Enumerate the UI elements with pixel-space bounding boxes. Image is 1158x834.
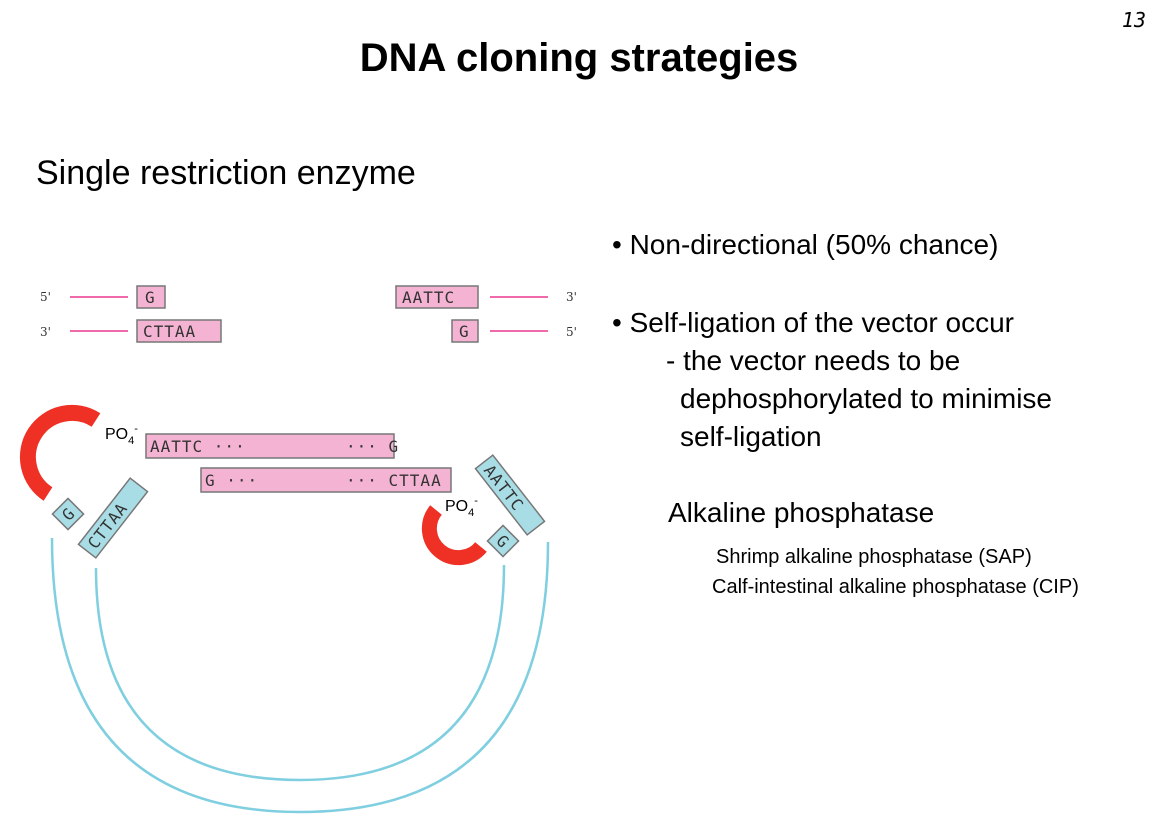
fragment-right-top-end: 3' bbox=[566, 290, 577, 304]
fragment-right-top-seq: AATTC bbox=[402, 288, 455, 307]
bullet-self-ligation: • Self-ligation of the vector occur bbox=[612, 307, 1014, 338]
vector-inner-strand bbox=[94, 564, 506, 782]
sub-bullet-line-1: - the vector needs to be bbox=[666, 345, 961, 376]
insert-top-strand bbox=[145, 433, 395, 459]
insert-bottom-left: G ··· bbox=[205, 471, 258, 490]
fragment-right-bottom-end: 5' bbox=[566, 325, 577, 339]
bullet-list: • Non-directional (50% chance) • Self-li… bbox=[612, 226, 1152, 456]
ligation-diagram: 5' 3' G CTTAA AATTC G 3' 5' AATTC ··· ··… bbox=[19, 285, 577, 814]
sequence-box bbox=[474, 454, 546, 536]
phosphate-label-left: PO4- bbox=[105, 423, 138, 447]
sub-bullet-line-3: self-ligation bbox=[680, 421, 822, 452]
fragment-left-bottom-end: 3' bbox=[40, 325, 51, 339]
insert-bottom-strand bbox=[200, 467, 452, 493]
phosphate-arc-left bbox=[19, 404, 101, 501]
sequence-box bbox=[77, 477, 149, 559]
phosphate-label-right: PO4- bbox=[445, 495, 478, 519]
enzyme-item-cip: Calf-intestinal alkaline phosphatase (CI… bbox=[712, 576, 1079, 598]
sequence-box bbox=[451, 319, 479, 343]
sequence-box bbox=[486, 524, 520, 558]
insert-top-right: ··· G bbox=[346, 437, 399, 456]
vector-right-ends: AATTC G bbox=[474, 454, 546, 558]
insert-fragment: AATTC ··· ··· G G ··· ··· CTTAA bbox=[145, 433, 452, 493]
insert-top-left: AATTC ··· bbox=[150, 437, 246, 456]
enzyme-item-sap: Shrimp alkaline phosphatase (SAP) bbox=[716, 546, 1032, 568]
fragment-right-bottom-seq: G bbox=[459, 322, 470, 341]
insert-bottom-right: ··· CTTAA bbox=[346, 471, 442, 490]
vector-left-ends: G CTTAA bbox=[51, 477, 149, 559]
slide-number: 13 bbox=[1121, 8, 1146, 32]
bullet-non-directional: • Non-directional (50% chance) bbox=[612, 229, 999, 260]
slide-title: DNA cloning strategies bbox=[359, 36, 799, 80]
sequence-box bbox=[395, 285, 479, 309]
vector-outer-strand bbox=[50, 537, 550, 814]
fragment-left-top-end: 5' bbox=[40, 290, 51, 304]
fragment-right: AATTC G 3' 5' bbox=[395, 285, 577, 343]
fragment-left-top-seq: G bbox=[145, 288, 156, 307]
sub-bullet-line-2: dephosphorylated to minimise bbox=[680, 383, 1052, 414]
sequence-box bbox=[136, 285, 166, 309]
vector-backbone bbox=[50, 537, 550, 814]
fragment-left-bottom-seq: CTTAA bbox=[143, 322, 196, 341]
sequence-box bbox=[51, 497, 85, 531]
sequence-box bbox=[136, 319, 222, 343]
enzyme-heading: Alkaline phosphatase bbox=[668, 497, 935, 528]
slide-subtitle: Single restriction enzyme bbox=[36, 154, 416, 192]
phosphate-arc-right bbox=[421, 505, 487, 566]
fragment-left: 5' 3' G CTTAA bbox=[40, 285, 222, 343]
